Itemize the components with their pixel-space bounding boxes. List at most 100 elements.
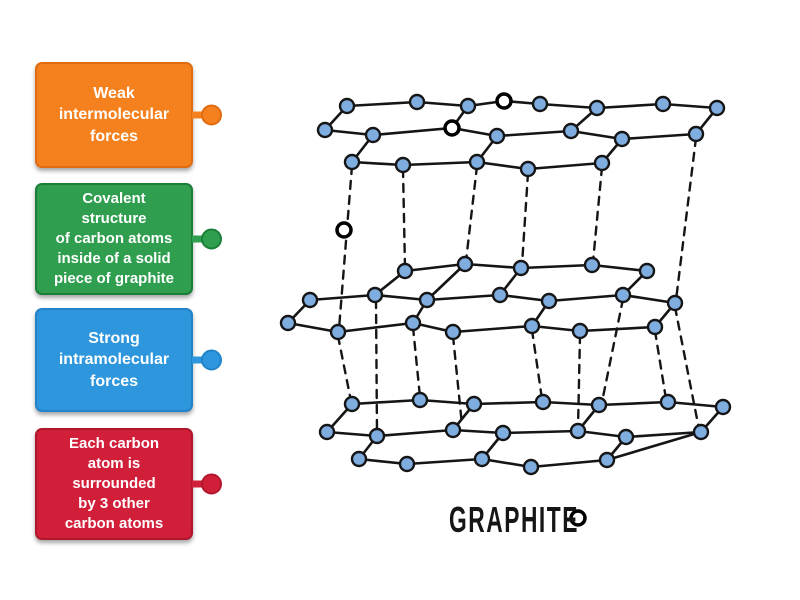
label-strong-intramolecular-forces[interactable]: Strong intramolecular forces bbox=[35, 308, 222, 412]
carbon-atom bbox=[343, 395, 361, 413]
answer-target[interactable] bbox=[443, 119, 461, 137]
covalent-bond bbox=[286, 321, 340, 334]
covalent-bond bbox=[325, 430, 379, 438]
carbon-atom bbox=[522, 458, 540, 476]
carbon-atom bbox=[613, 130, 631, 148]
covalent-bond bbox=[375, 428, 455, 438]
covalent-bond bbox=[547, 293, 625, 303]
connector-dot[interactable] bbox=[201, 104, 222, 126]
covalent-bond bbox=[451, 324, 534, 334]
answer-target[interactable] bbox=[495, 92, 513, 110]
label-weak-intermolecular-forces[interactable]: Weak intermolecular forces bbox=[35, 62, 222, 168]
covalent-bond bbox=[529, 458, 609, 469]
interlayer-bond bbox=[600, 297, 625, 404]
carbon-atom bbox=[531, 95, 549, 113]
carbon-atom bbox=[473, 450, 491, 468]
connector-stem bbox=[192, 356, 206, 364]
covalent-bond bbox=[472, 400, 545, 406]
connector-dot[interactable] bbox=[201, 228, 222, 250]
interlayer-bond bbox=[520, 171, 530, 267]
carbon-atom bbox=[654, 95, 672, 113]
carbon-atom bbox=[329, 323, 347, 341]
covalent-bond bbox=[405, 457, 484, 466]
carbon-atom bbox=[571, 322, 589, 340]
covalent-bond bbox=[538, 102, 599, 110]
carbon-atom bbox=[659, 393, 677, 411]
covalent-bond bbox=[495, 129, 573, 138]
carbon-atom bbox=[569, 422, 587, 440]
carbon-atom bbox=[488, 127, 506, 145]
label-text: Each carbon atom is surrounded by 3 othe… bbox=[64, 435, 164, 532]
carbon-atom bbox=[398, 455, 416, 473]
interlayer-bond bbox=[336, 334, 353, 403]
carbon-atom bbox=[494, 424, 512, 442]
covalent-bond bbox=[597, 400, 670, 407]
covalent-bond bbox=[624, 430, 703, 439]
covalent-bond bbox=[541, 400, 601, 407]
carbon-atom bbox=[366, 286, 384, 304]
answer-target[interactable] bbox=[335, 221, 353, 239]
covalent-bond bbox=[569, 129, 624, 141]
interlayer-bond bbox=[401, 167, 407, 270]
carbon-atom bbox=[279, 314, 297, 332]
covalent-bond bbox=[578, 325, 657, 333]
carbon-atom bbox=[418, 291, 436, 309]
covalent-bond bbox=[403, 262, 467, 273]
carbon-atom bbox=[318, 423, 336, 441]
covalent-bond bbox=[519, 263, 594, 270]
carbon-atom bbox=[411, 391, 429, 409]
carbon-atom bbox=[708, 99, 726, 117]
covalent-bond bbox=[336, 321, 415, 334]
carbon-atom bbox=[646, 318, 664, 336]
carbon-atom bbox=[692, 423, 710, 441]
carbon-atom bbox=[316, 121, 334, 139]
interlayer-bond bbox=[591, 165, 604, 264]
covalent-bond bbox=[480, 457, 533, 469]
covalent-bond bbox=[475, 160, 530, 171]
carbon-atom bbox=[368, 427, 386, 445]
covalent-bond bbox=[401, 160, 479, 167]
carbon-atom bbox=[465, 395, 483, 413]
carbon-atom bbox=[468, 153, 486, 171]
carbon-atom bbox=[491, 286, 509, 304]
carbon-atom bbox=[614, 286, 632, 304]
label-text: Weak intermolecular forces bbox=[58, 85, 170, 145]
carbon-atom bbox=[617, 428, 635, 446]
carbon-atom bbox=[444, 323, 462, 341]
interlayer-bond bbox=[530, 328, 544, 401]
label-covalent-structure[interactable]: Covalent structure of carbon atoms insid… bbox=[35, 183, 222, 295]
carbon-atom bbox=[588, 99, 606, 117]
interlayer-bond bbox=[673, 305, 701, 431]
connector-dot[interactable] bbox=[201, 349, 222, 371]
graphite-structure bbox=[279, 92, 732, 527]
carbon-atom bbox=[534, 393, 552, 411]
covalent-bond bbox=[350, 398, 422, 406]
label-each-carbon-atom[interactable]: Each carbon atom is surrounded by 3 othe… bbox=[35, 428, 222, 540]
answer-target[interactable] bbox=[569, 509, 587, 527]
carbon-atom bbox=[408, 93, 426, 111]
interlayer-bond bbox=[374, 298, 379, 435]
covalent-bond bbox=[415, 100, 470, 108]
carbon-atom bbox=[456, 255, 474, 273]
diagram-caption: GRAPHITE bbox=[449, 501, 579, 540]
carbon-atom bbox=[394, 156, 412, 174]
carbon-atom bbox=[666, 294, 684, 312]
carbon-atom bbox=[523, 317, 541, 335]
connector-stem bbox=[192, 235, 206, 243]
covalent-bond bbox=[661, 102, 719, 110]
carbon-atom bbox=[519, 160, 537, 178]
connector-stem bbox=[192, 480, 206, 488]
carbon-atom bbox=[338, 97, 356, 115]
carbon-atom bbox=[350, 450, 368, 468]
covalent-bond bbox=[590, 263, 649, 273]
carbon-atom bbox=[540, 292, 558, 310]
connector-dot[interactable] bbox=[201, 473, 222, 495]
covalent-bond bbox=[308, 293, 377, 302]
covalent-bond bbox=[621, 293, 677, 305]
interlayer-bond bbox=[337, 164, 354, 331]
covalent-bond bbox=[418, 398, 476, 406]
carbon-atom bbox=[593, 154, 611, 172]
covalent-bond bbox=[595, 102, 665, 110]
